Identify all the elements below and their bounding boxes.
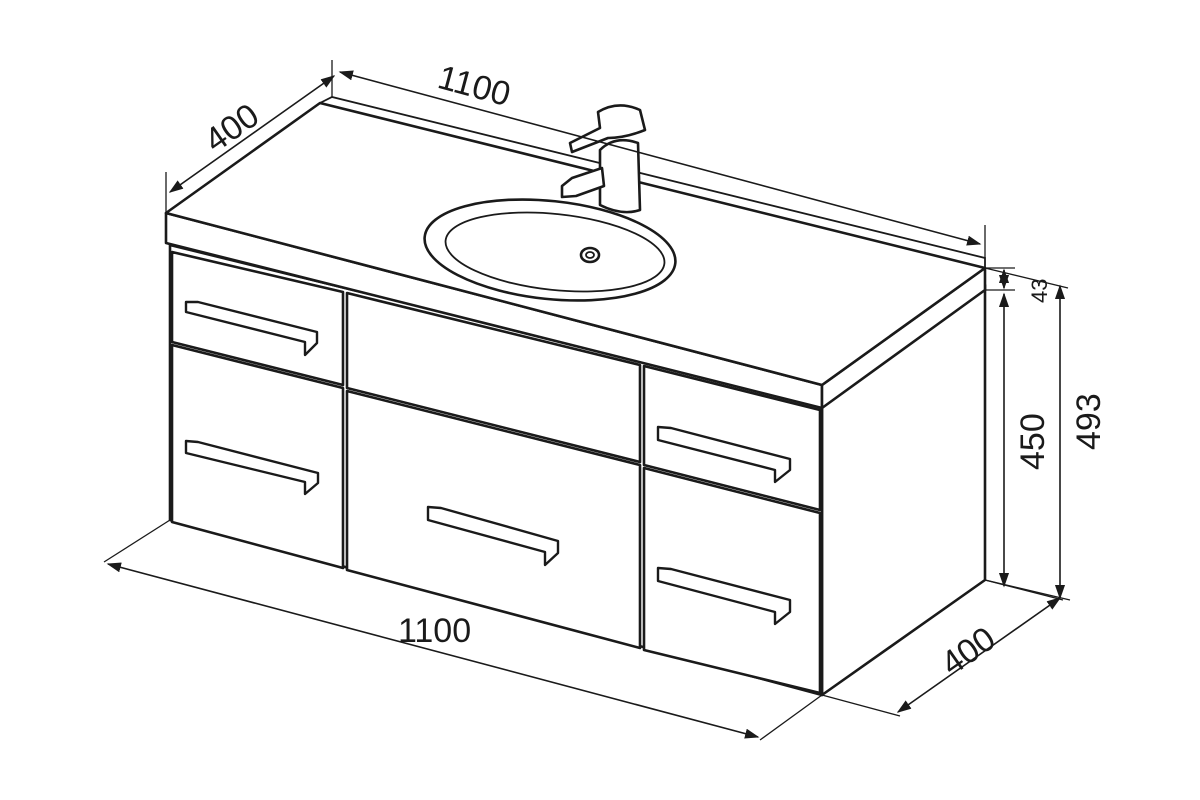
label-bottom-width: 1100: [398, 612, 471, 650]
ext-total-top: [984, 267, 1069, 289]
faucet-icon: [560, 104, 647, 214]
dim-top-width-line: [338, 70, 982, 246]
handle-right-top: [656, 425, 792, 484]
ext-bottom-depth-a: [821, 694, 901, 717]
dim-top-depth-line: [168, 75, 336, 193]
ext-bottom-left: [103, 519, 171, 563]
label-cabinet-height: 450: [1014, 413, 1052, 470]
dim-bottom-width-line: [106, 562, 760, 739]
ext-bottom-front-right: [759, 694, 823, 741]
label-countertop-thickness: 43: [1027, 279, 1052, 303]
label-total-height: 493: [1070, 393, 1108, 450]
handle-center-bottom: [426, 505, 560, 567]
handle-left-bottom: [184, 439, 320, 496]
dim-bottom-depth-line: [896, 597, 1062, 713]
drawer-center-top: [345, 291, 642, 464]
handle-left-top: [184, 300, 319, 357]
drain-icon: [579, 246, 601, 264]
label-top-width: 1100: [434, 58, 514, 114]
dimension-lines: [103, 60, 1071, 741]
drain-inner: [585, 251, 595, 259]
ext-bottom-depth-b: [984, 579, 1064, 601]
label-bottom-depth: 400: [934, 620, 1002, 684]
